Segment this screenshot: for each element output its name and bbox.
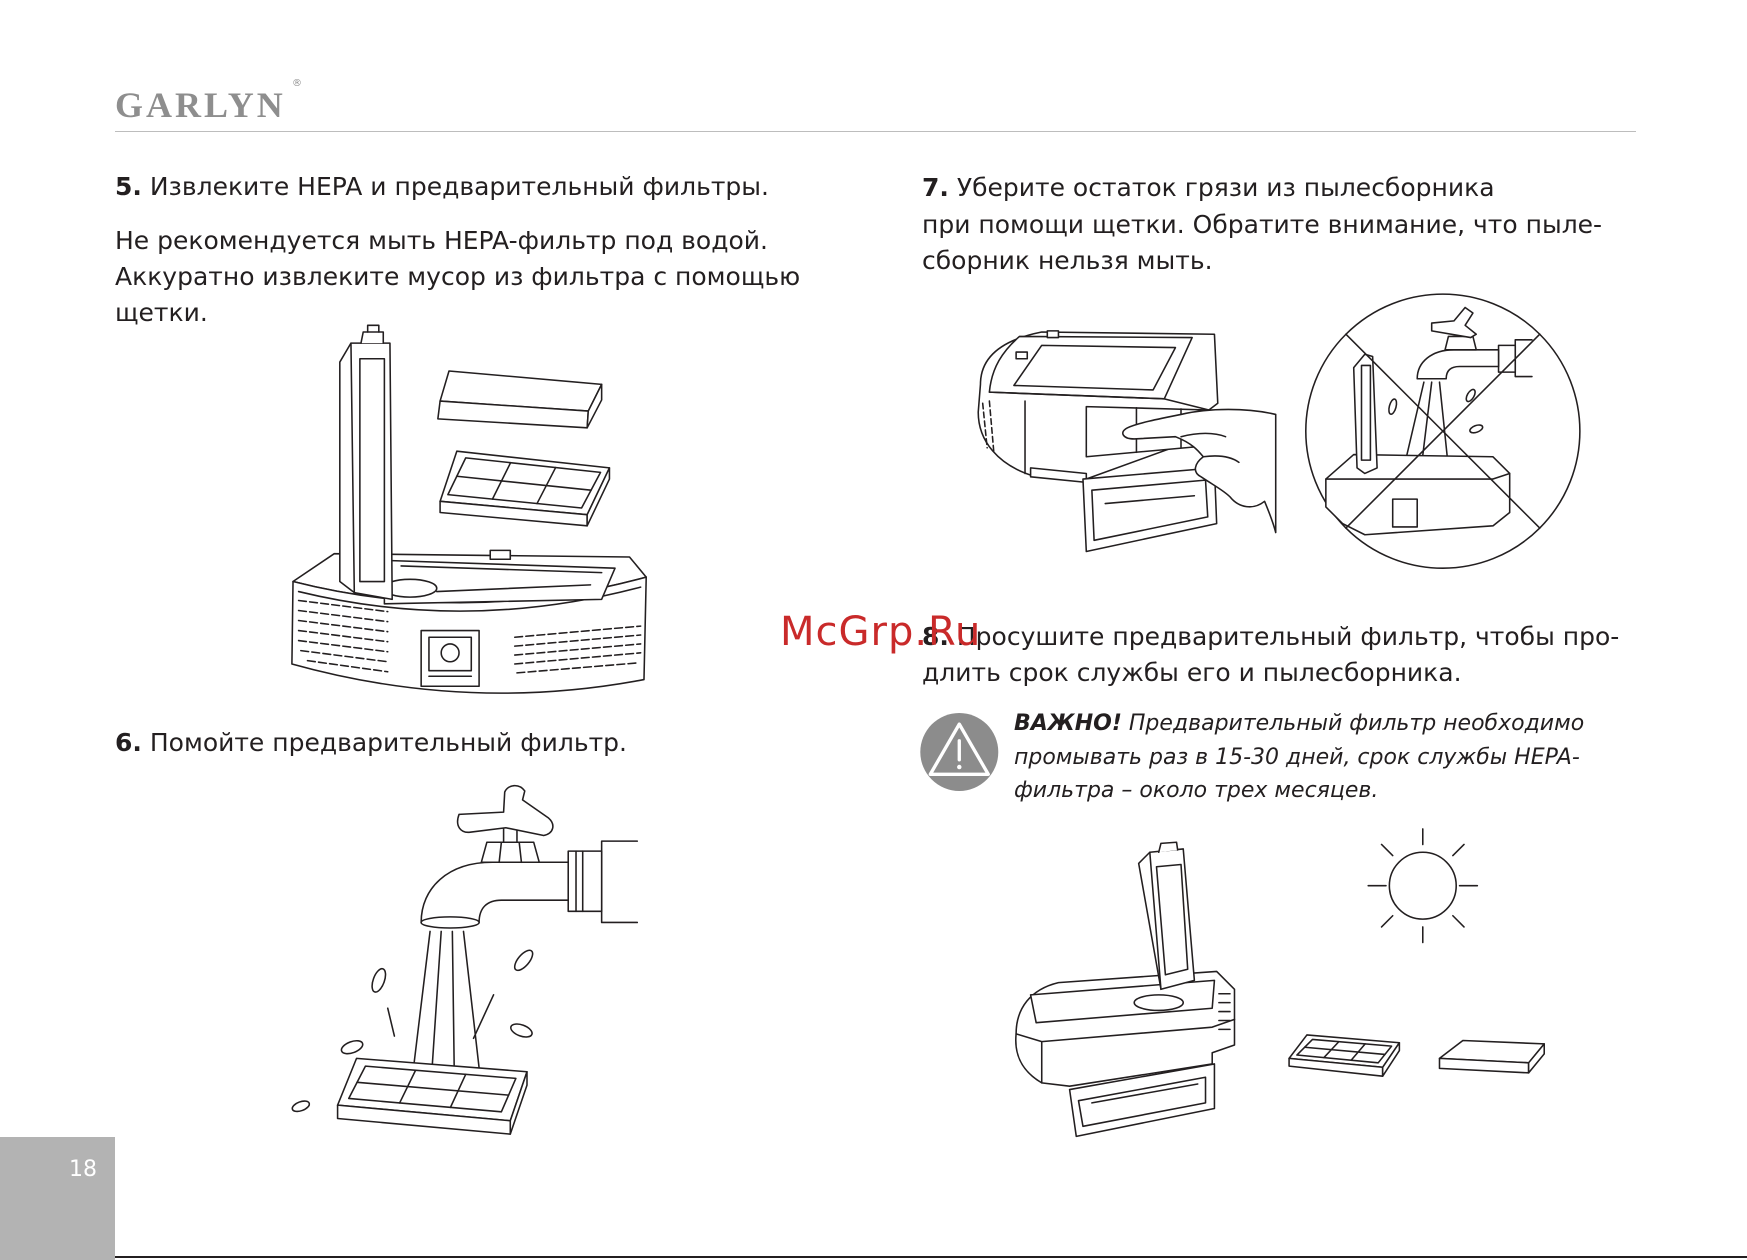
warning-line: фильтра – около трех месяцев. (1014, 778, 1379, 803)
hand-cleaning-dustbin-illustration (977, 330, 1277, 553)
warning-note: ВАЖНО! Предварительный фильтр необходимо… (1014, 707, 1584, 808)
step-8-text: 8. Просушите предварительный фильтр, что… (922, 619, 1619, 691)
warning-line: промывать раз в 15-30 дней, срок службы … (1014, 744, 1580, 770)
faucet-washing-filter-illustration (291, 784, 639, 1135)
note-line: Не рекомендуется мыть HEPA-фильтр под во… (115, 226, 768, 255)
footer-line (115, 1256, 1747, 1258)
brand-logo: GARLYN (115, 85, 286, 125)
registered-mark: ® (292, 78, 302, 89)
step-number: 8. (922, 622, 949, 651)
step-number: 7. (922, 173, 949, 202)
page-number: 18 (69, 1157, 97, 1182)
step-7-line: сборник нельзя мыть. (922, 246, 1213, 275)
do-not-wash-dustbin-illustration (1305, 293, 1581, 569)
step-8-line: длить срок службы его и пылесборника. (922, 658, 1462, 687)
hepa-filter-drying-illustration (1438, 1039, 1546, 1074)
step-text: Просушите предварительный фильтр, чтобы … (956, 622, 1620, 651)
robot-with-filters-illustration (291, 324, 647, 694)
step-7-line: 7. Уберите остаток грязи из пылесборника (922, 170, 1602, 207)
warning-line: ВАЖНО! Предварительный фильтр необходимо (1014, 707, 1584, 741)
step-text: Уберите остаток грязи из пылесборника (956, 173, 1495, 202)
sun-icon (1367, 828, 1479, 944)
note-line: щетки. (115, 298, 208, 327)
pre-filter-drying-illustration (1288, 1034, 1401, 1077)
step-7-text: 7. Уберите остаток грязи из пылесборника… (922, 170, 1602, 280)
warning-label: ВАЖНО! (1014, 711, 1122, 736)
step-number: 6. (115, 728, 142, 757)
step-6-heading: 6. Помойте предварительный фильтр. (115, 725, 627, 761)
step-7-line: при помощи щетки. Обратите внимание, что… (922, 209, 1603, 239)
step-8-line: 8. Просушите предварительный фильтр, что… (922, 619, 1619, 655)
step-title: Помойте предварительный фильтр. (149, 728, 627, 757)
robot-open-drying-illustration (1015, 841, 1236, 1138)
page-number-tab (0, 1137, 115, 1260)
step-5-title-line: 5. Извлеките HEPA и предварительный филь… (115, 169, 769, 205)
warning-icon (920, 712, 999, 791)
step-5-heading: 5. Извлеките HEPA и предварительный филь… (115, 169, 769, 205)
step-number: 5. (115, 172, 142, 201)
step-6-title-line: 6. Помойте предварительный фильтр. (115, 725, 627, 761)
warning-text: Предварительный фильтр необходимо (1128, 711, 1585, 736)
step-title: Извлеките HEPA и предварительный фильтры… (149, 172, 769, 201)
header-divider (115, 131, 1636, 132)
watermark: McGrp.Ru (780, 609, 982, 655)
step-5-note: Не рекомендуется мыть HEPA-фильтр под во… (115, 223, 800, 331)
note-line: Аккуратно извлеките мусор из фильтра с п… (115, 262, 801, 291)
